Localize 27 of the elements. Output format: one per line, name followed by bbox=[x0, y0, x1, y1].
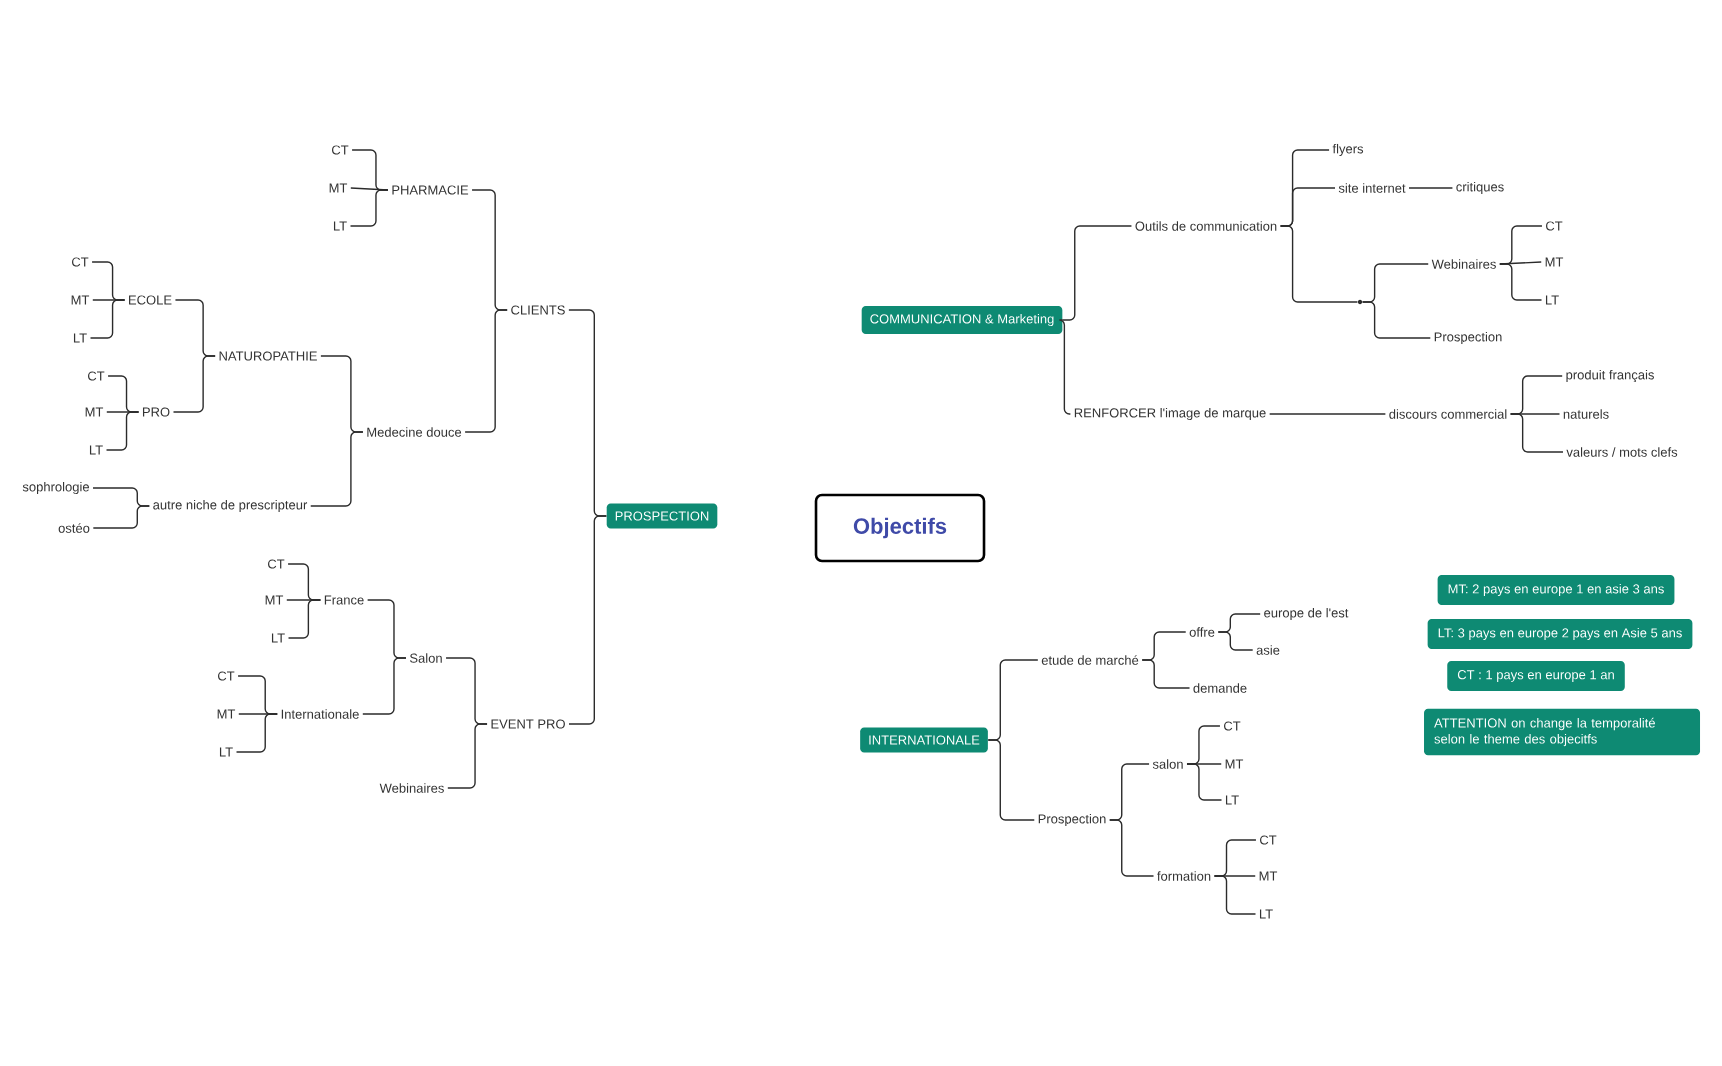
connector-line bbox=[92, 505, 150, 529]
connector-line bbox=[568, 515, 607, 725]
connector-line bbox=[1141, 659, 1191, 689]
connector-line bbox=[1058, 319, 1072, 415]
connector-line bbox=[1109, 819, 1155, 877]
connector-line bbox=[464, 309, 508, 433]
connector-line bbox=[1062, 225, 1133, 321]
connector-line bbox=[235, 713, 278, 753]
connector-line bbox=[105, 411, 140, 451]
connector-line bbox=[1279, 225, 1359, 303]
central-topic-box: Objectifs bbox=[814, 493, 986, 563]
connector-line bbox=[1499, 263, 1543, 301]
connector-line bbox=[310, 431, 364, 507]
connector-line bbox=[89, 299, 126, 339]
connector-line bbox=[1509, 413, 1564, 453]
connector-line bbox=[349, 189, 389, 227]
connector-line bbox=[447, 723, 488, 789]
connector-line bbox=[1186, 763, 1223, 801]
connector-line bbox=[1361, 301, 1431, 339]
connector-line bbox=[1213, 875, 1257, 915]
connector-line bbox=[362, 657, 407, 715]
connector-line bbox=[1408, 187, 1454, 189]
connector-line bbox=[1217, 631, 1254, 651]
connector-line bbox=[287, 599, 322, 639]
connector-line bbox=[987, 739, 1035, 821]
connector-line bbox=[172, 355, 216, 413]
connector-line bbox=[1268, 413, 1387, 415]
